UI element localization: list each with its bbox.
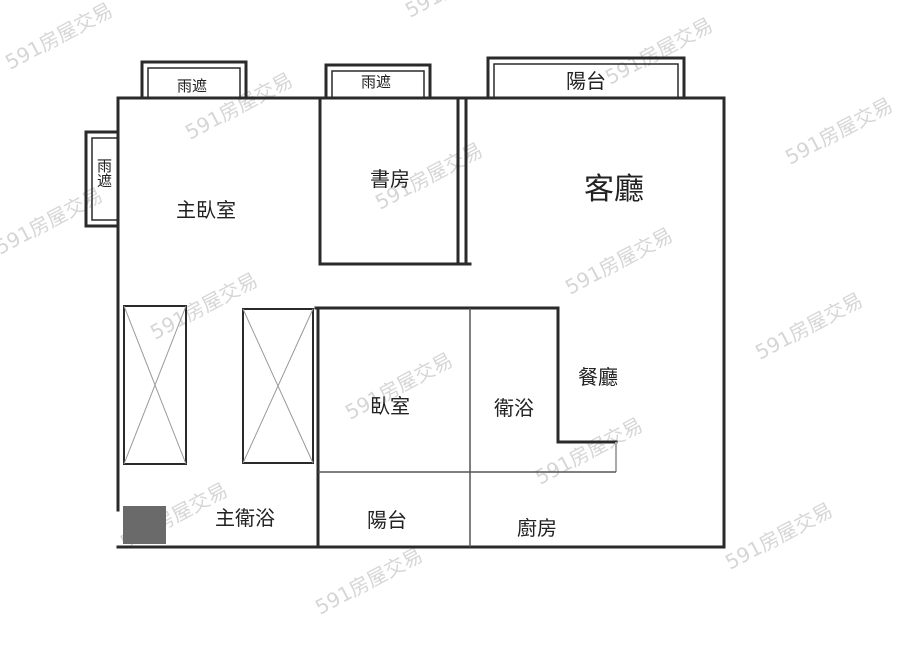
awning-side-label: 雨遮	[95, 158, 113, 188]
outer-walls	[116, 96, 726, 549]
watermark: 591房屋交易	[401, 0, 517, 22]
room-label-dining-room: 餐廳	[578, 365, 618, 389]
awning-top-mid	[324, 63, 432, 100]
study-walls	[318, 96, 472, 266]
balcony-top-label: 陽台	[566, 69, 606, 93]
watermark: 591房屋交易	[721, 498, 837, 575]
closet-left	[123, 305, 187, 465]
room-label-balcony: 陽台	[367, 508, 407, 532]
watermark: 591房屋交易	[531, 413, 647, 490]
room-label-master-bedroom: 主臥室	[176, 198, 236, 222]
room-label-study: 書房	[370, 167, 410, 191]
awning-top-left	[140, 60, 248, 100]
balcony-top	[486, 56, 686, 100]
room-label-master-bathroom: 主衛浴	[215, 506, 275, 530]
watermark: 591房屋交易	[781, 93, 897, 170]
watermark: 591房屋交易	[311, 543, 427, 620]
room-label-bathroom: 衛浴	[494, 396, 534, 420]
room-label-bedroom: 臥室	[370, 394, 410, 418]
room-label-kitchen: 廚房	[517, 516, 557, 540]
awning-top-mid-label: 雨遮	[361, 73, 391, 91]
awning-side	[84, 130, 120, 228]
closet-right	[242, 308, 314, 464]
watermark: 591房屋交易	[1, 0, 117, 74]
room-label-living-room: 客廳	[584, 172, 644, 207]
watermark: 591房屋交易	[751, 288, 867, 365]
column-block	[123, 506, 166, 544]
inner-walls	[116, 306, 618, 549]
awning-top-left-label: 雨遮	[177, 77, 207, 95]
watermark: 591房屋交易	[561, 223, 677, 300]
watermark: 591房屋交易	[0, 183, 107, 260]
watermark: 591房屋交易	[601, 13, 717, 90]
